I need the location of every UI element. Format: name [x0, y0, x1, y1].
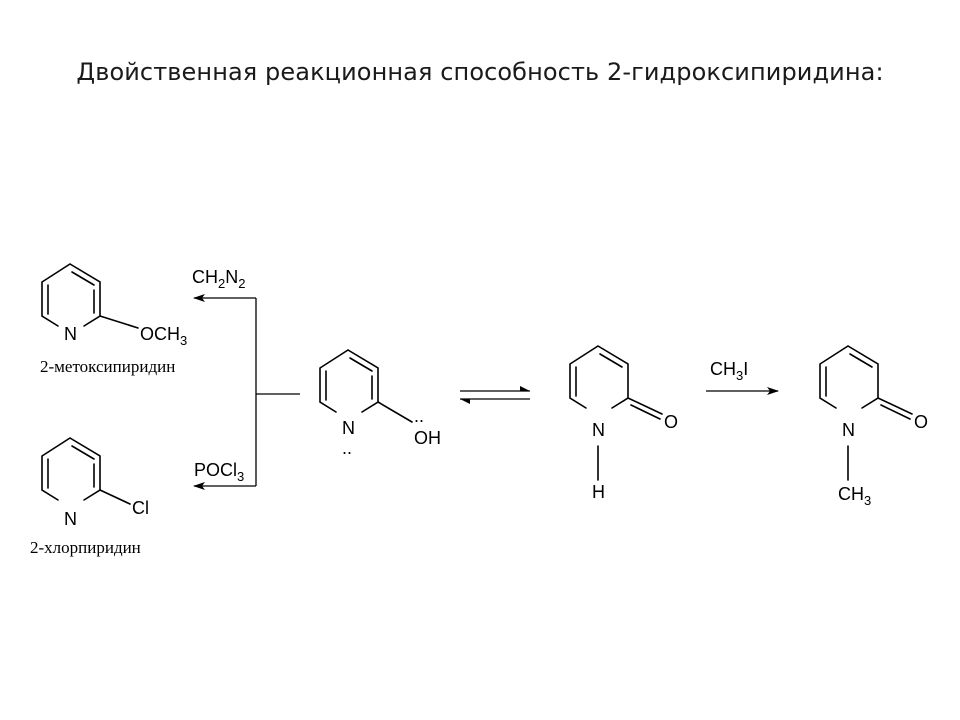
- methoxypyridine-caption: 2-метоксипиридин: [40, 357, 175, 376]
- methoxy-ring-n: N: [64, 324, 77, 344]
- chloropyridine-structure: N Cl 2-хлорпиридин: [30, 437, 149, 557]
- n-methylpyridone-carbonyl-o: O: [914, 412, 928, 432]
- equilibrium-arrows: [460, 386, 530, 404]
- reagent-diazomethane: CH2N2: [192, 267, 245, 291]
- hydroxypyridine-structure: N OH .. ..: [319, 349, 441, 458]
- hydroxypyridine-oh: OH: [414, 428, 441, 448]
- oxygen-lone-pair: ..: [414, 406, 424, 426]
- n-methylpyridone-ring-n: N: [842, 420, 855, 440]
- pyridone-ring-n: N: [592, 420, 605, 440]
- slide-title: Двойственная реакционная способность 2-г…: [76, 58, 884, 86]
- pyridone-structure: N O H: [569, 345, 678, 502]
- chloro-ring-n: N: [64, 509, 77, 529]
- n-methylpyridone-structure: N O CH3: [819, 345, 928, 508]
- pyridone-n-h: H: [592, 482, 605, 502]
- methoxypyridine-structure: N OCH3 2-метоксипиридин: [40, 263, 187, 376]
- n-methyl-group: CH3: [838, 484, 871, 508]
- nitrogen-lone-pair: ..: [342, 438, 352, 458]
- branch-arrows: [193, 294, 300, 490]
- reagent-phosphoryl-chloride: POCl3: [194, 460, 244, 484]
- reagent-methyl-iodide: CH3I: [710, 359, 748, 383]
- pyridone-carbonyl-o: O: [664, 412, 678, 432]
- chloropyridine-caption: 2-хлорпиридин: [30, 538, 141, 557]
- hydroxypyridine-ring-n: N: [342, 418, 355, 438]
- methoxy-substituent: OCH3: [140, 324, 187, 348]
- chloro-substituent: Cl: [132, 498, 149, 518]
